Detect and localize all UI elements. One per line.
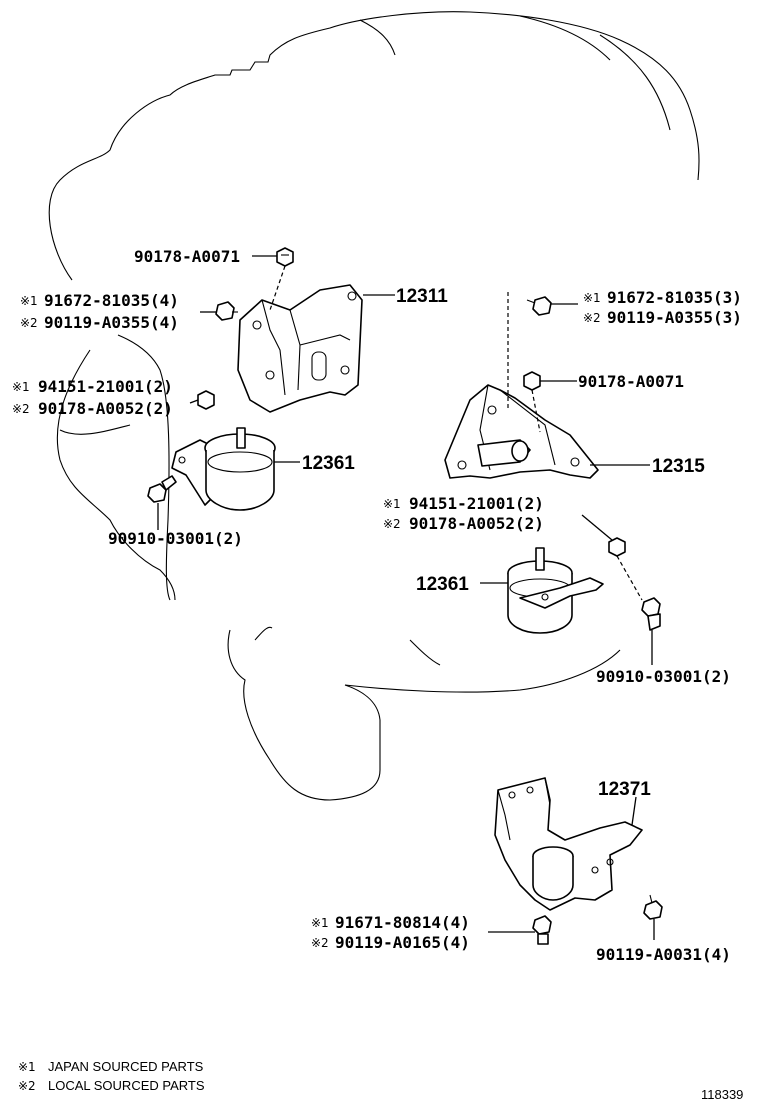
label-nut-right-1: 94151-21001(2) [409, 494, 544, 513]
mark-1-left-nut: ※1 [12, 380, 30, 394]
mark-1-bottom: ※1 [311, 916, 329, 930]
mark-2-left: ※2 [20, 316, 38, 330]
legend-text-2: LOCAL SOURCED PARTS [48, 1078, 205, 1093]
legend-mark-2: ※2 [18, 1079, 36, 1093]
label-bolt-bottom-right: 90119-A0031(4) [596, 945, 731, 964]
label-bolt-right-1: 91672-81035(3) [607, 288, 742, 307]
nut-left-icon [197, 390, 215, 410]
leader-lines [157, 255, 655, 940]
legend-text-1: JAPAN SOURCED PARTS [48, 1059, 204, 1074]
bolt-left-bottom-icon [147, 475, 177, 503]
figure-id: 118339 [701, 1087, 743, 1102]
legend: ※1 JAPAN SOURCED PARTS ※2 LOCAL SOURCED … [18, 1059, 205, 1093]
mark-2-right: ※2 [583, 311, 601, 325]
label-part-12315: 12315 [652, 456, 705, 477]
mark-1-right-nut: ※1 [383, 497, 401, 511]
label-nut-right-2: 90178-A0052(2) [409, 514, 544, 533]
label-nut-left-1: 94151-21001(2) [38, 377, 173, 396]
label-nut-top-left: 90178-A0071 [134, 247, 240, 266]
label-part-12361-left: 12361 [302, 453, 355, 474]
label-bolt-right-2: 90119-A0355(3) [607, 308, 742, 327]
mount-12371 [494, 777, 643, 911]
mark-2-left-nut: ※2 [12, 402, 30, 416]
insulator-right-12361 [507, 547, 604, 634]
callout-labels: 90178-A0071 ※1 91672-81035(4) ※2 90119-A… [12, 247, 742, 964]
bolt-bottom-right-icon [643, 894, 663, 920]
mark-2-bottom: ※2 [311, 936, 329, 950]
label-part-12311: 12311 [396, 286, 448, 307]
mark-1-right: ※1 [583, 291, 601, 305]
insulator-left-12361 [171, 427, 276, 511]
nut-top-left-icon [276, 247, 294, 267]
legend-mark-1: ※1 [18, 1060, 36, 1074]
label-bolt-left-bottom: 90910-03001(2) [108, 529, 243, 548]
engine-outline [48, 11, 700, 801]
label-part-12361-right: 12361 [416, 574, 469, 595]
bolt-left-icon [215, 301, 238, 321]
label-bolt-left-2: 90119-A0355(4) [44, 313, 179, 332]
bracket-12311 [237, 284, 363, 413]
bracket-12315 [444, 384, 599, 479]
bolt-bottom-left-icon [532, 915, 552, 945]
mark-2-right-nut: ※2 [383, 517, 401, 531]
label-bolt-bottom-1: 91671-80814(4) [335, 913, 470, 932]
nut-right-mid-icon [608, 537, 626, 557]
label-bolt-right-mid: 90910-03001(2) [596, 667, 731, 686]
label-bolt-left-1: 91672-81035(4) [44, 291, 179, 310]
label-part-12371: 12371 [598, 779, 651, 800]
label-bolt-bottom-2: 90119-A0165(4) [335, 933, 470, 952]
label-nut-left-2: 90178-A0052(2) [38, 399, 173, 418]
bolt-right-top-icon [526, 296, 552, 316]
label-nut-right-top: 90178-A0071 [578, 372, 684, 391]
mark-1-left: ※1 [20, 294, 38, 308]
bolt-right-mid-icon [641, 597, 661, 631]
nut-right-top-icon [523, 371, 541, 391]
